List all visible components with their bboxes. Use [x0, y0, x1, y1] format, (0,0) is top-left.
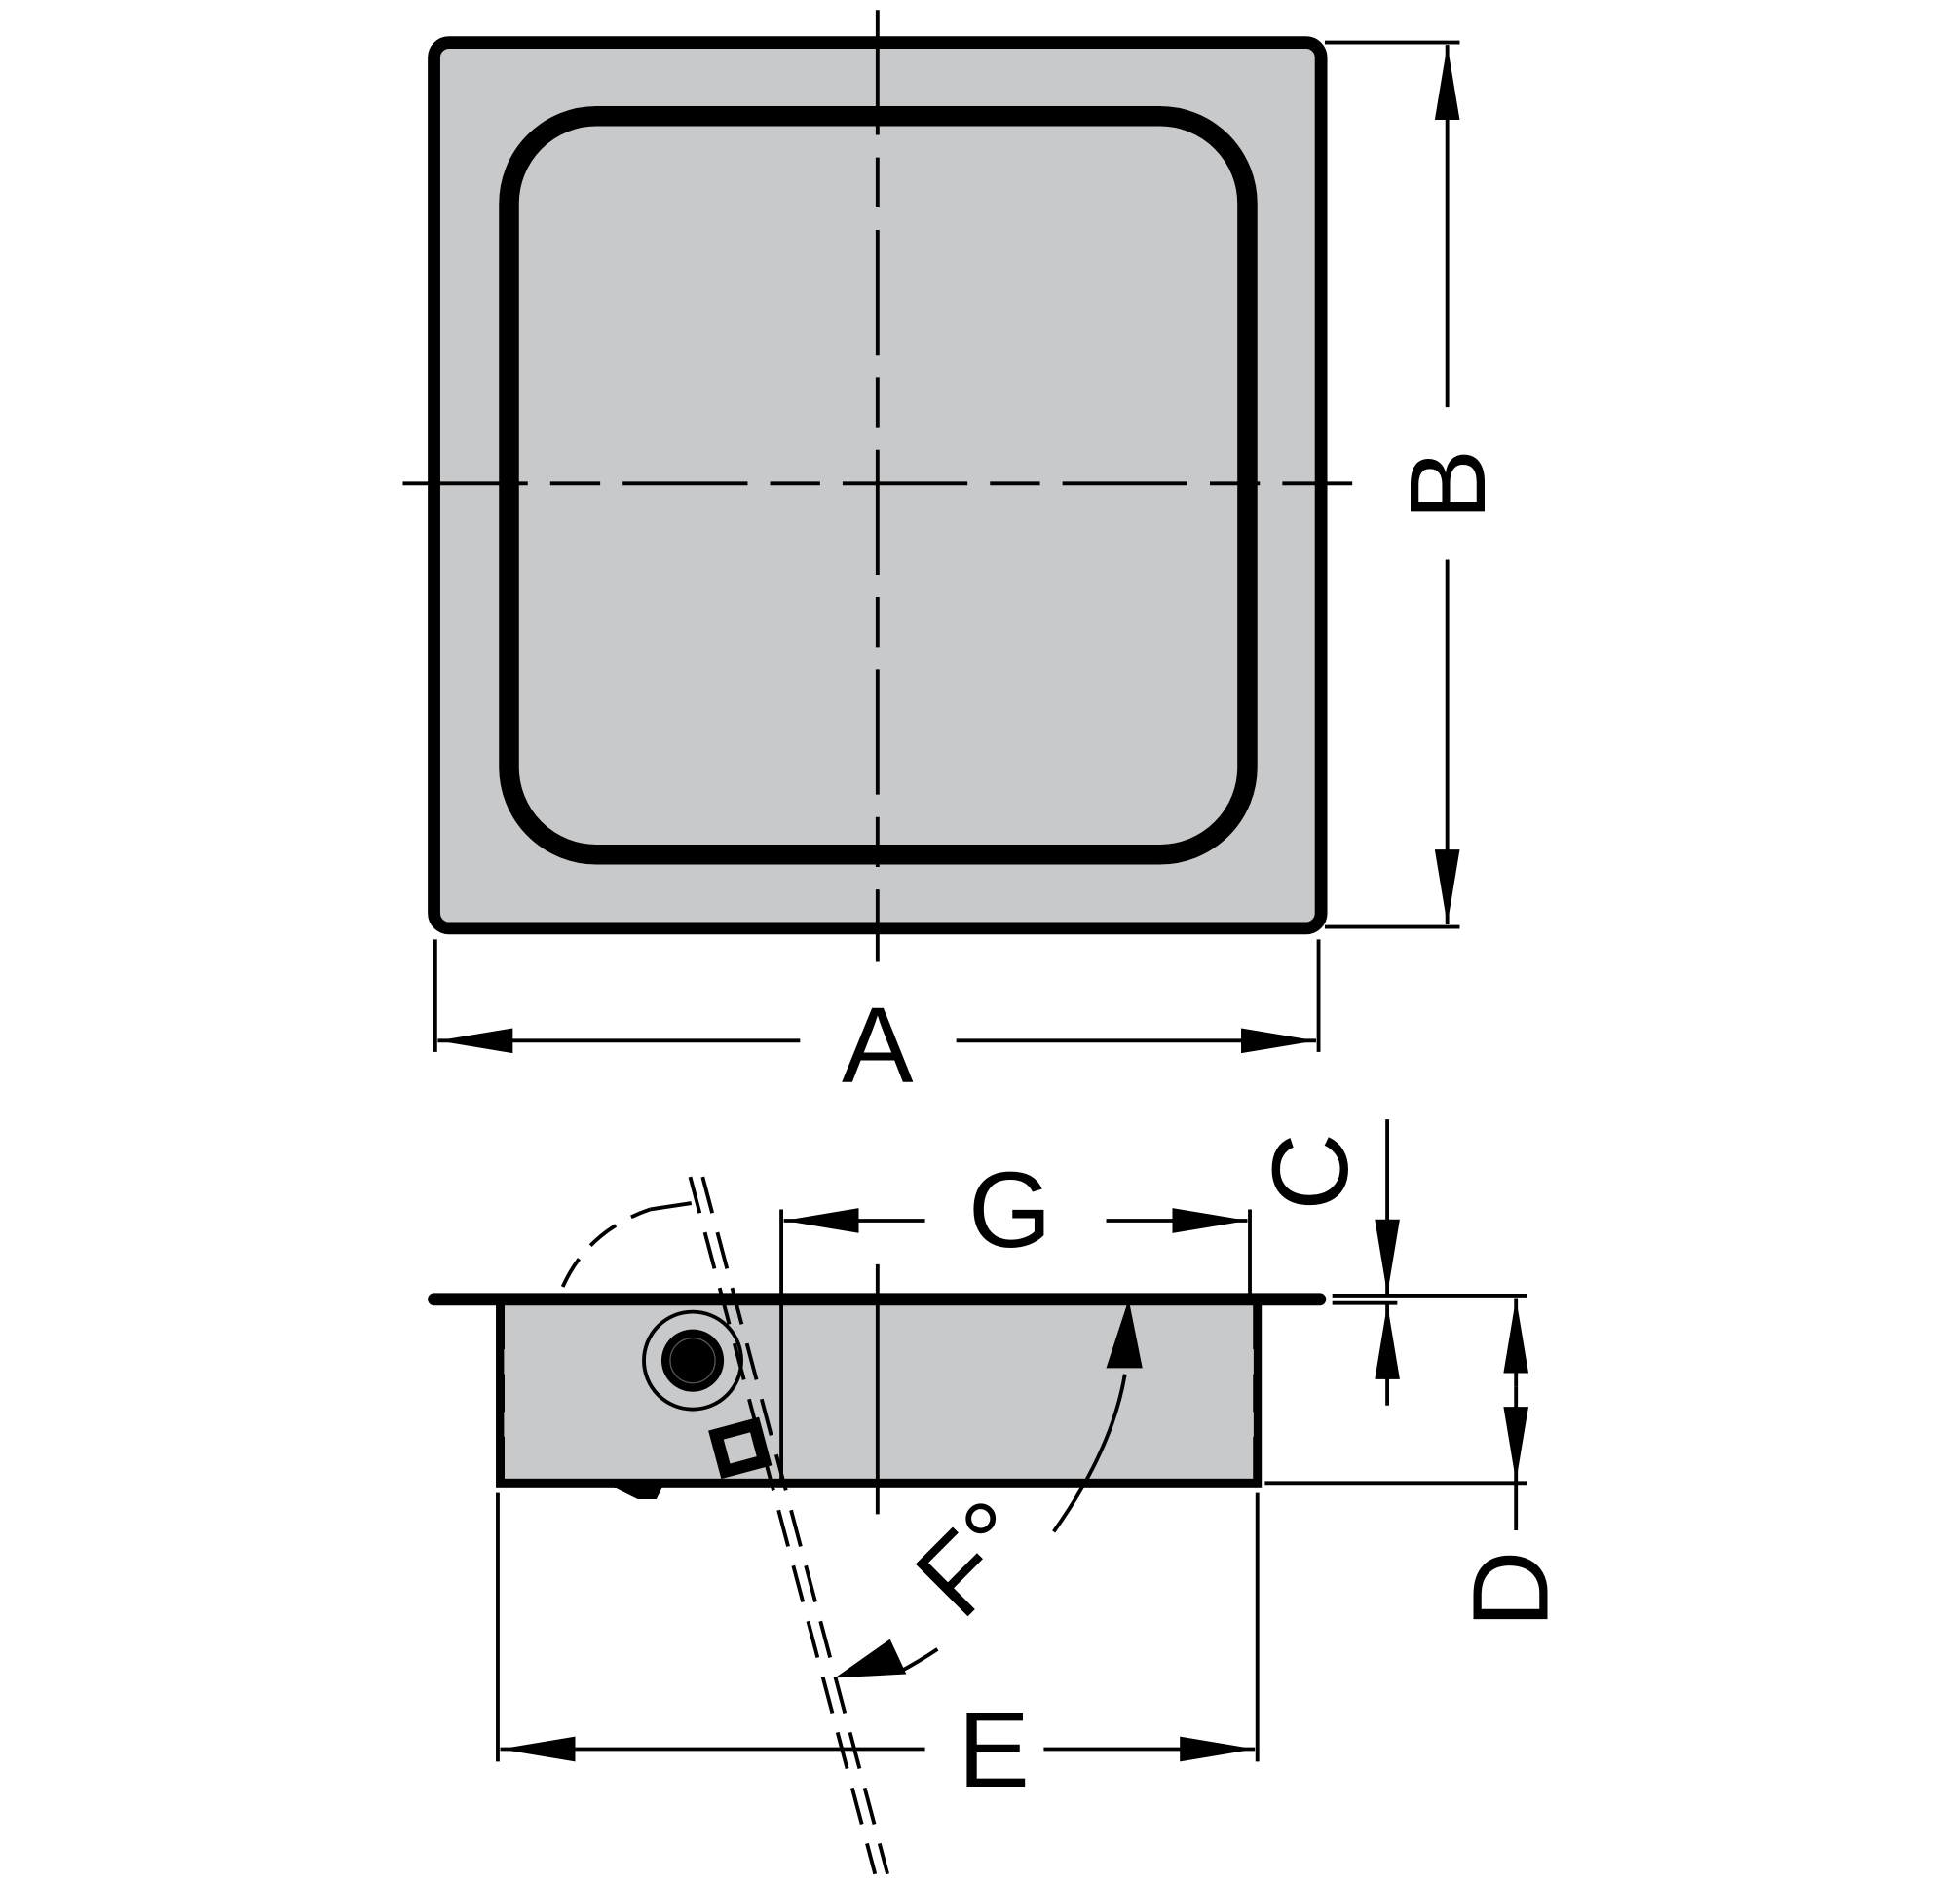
label-e: E	[958, 1690, 1030, 1810]
dimension-c: C	[1251, 1119, 1527, 1406]
top-view: A B	[402, 10, 1508, 1106]
label-f: F°	[893, 1478, 1055, 1639]
open-position-ghost	[560, 1176, 889, 1875]
latch-icon	[708, 1416, 773, 1480]
label-g: G	[968, 1150, 1052, 1270]
dimension-e: E	[496, 1492, 1260, 1810]
dimension-a: A	[433, 939, 1321, 1106]
dimension-g: G	[783, 1150, 1248, 1270]
side-view: G C D E	[428, 1119, 1570, 1875]
label-a: A	[842, 986, 914, 1106]
dimension-d: D	[1264, 1298, 1570, 1629]
label-d: D	[1451, 1551, 1570, 1629]
label-b: B	[1388, 449, 1508, 521]
lock-cylinder-icon	[642, 1309, 743, 1412]
label-c: C	[1251, 1133, 1371, 1211]
dimension-b: B	[1324, 40, 1508, 929]
